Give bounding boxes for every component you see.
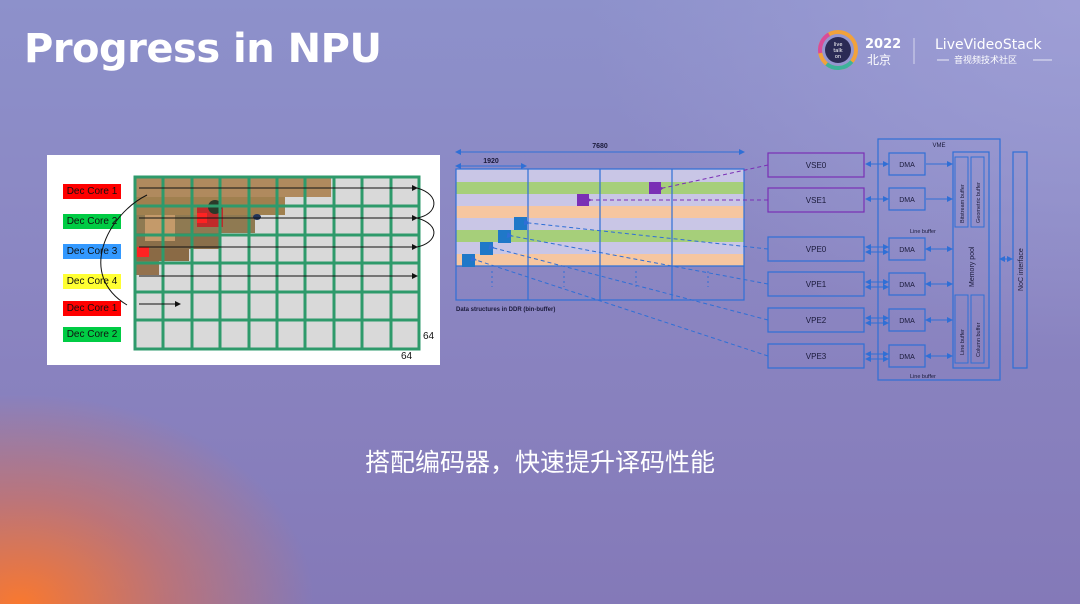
vpe0-block: VPE0 [806, 245, 827, 254]
dec-core-label: Dec Core 1 [63, 184, 121, 199]
vme-label: VME [932, 143, 945, 149]
event-year: 2022 [865, 37, 901, 52]
column-buffer-label: Column buffer [976, 322, 982, 357]
ddr-bin-buffer [455, 168, 745, 301]
dma-block: DMA [899, 162, 915, 169]
tile-width-label: 1920 [483, 158, 499, 165]
noc-interface-label: NoC interface [1018, 248, 1025, 291]
dma-block: DMA [899, 247, 915, 254]
dec-core-label: Dec Core 2 [63, 327, 121, 342]
line-buffer-label-inner: Line buffer [960, 329, 966, 355]
architecture-svg: 7680 1920 [455, 138, 1028, 381]
vse1-block: VSE1 [806, 196, 827, 205]
ddr-label: Data structures in DDR (bin-buffer) [456, 307, 555, 313]
dma-block: DMA [899, 197, 915, 204]
line-buffer-label-bottom: Line buffer [910, 374, 936, 380]
vpe3-block: VPE3 [806, 352, 827, 361]
bitstream-buffer-label: Bitstream buffer [960, 184, 966, 223]
badge-text-3: on [835, 54, 841, 60]
frame-width-label: 7680 [592, 143, 608, 150]
slide-title: Progress in NPU [24, 26, 382, 72]
slide-caption: 搭配编码器，快速提升译码性能 [364, 448, 715, 477]
badge-text-1: live [834, 42, 843, 48]
dma-block: DMA [899, 282, 915, 289]
vpe2-block: VPE2 [806, 316, 827, 325]
decoder-tiling-panel: Dec Core 1 Dec Core 2 Dec Core 3 Dec Cor… [47, 155, 440, 365]
line-buffer-label-top: Line buffer [910, 229, 936, 235]
dma-block: DMA [899, 354, 915, 361]
vpe1-block: VPE1 [806, 280, 827, 289]
dec-core-label: Dec Core 2 [63, 214, 121, 229]
grid-size-vertical: 64 [423, 331, 435, 342]
vse0-block: VSE0 [806, 161, 827, 170]
event-logo-icon: live talk on 2022 北京 LiveVideoStack 音视频技… [818, 30, 1052, 70]
memory-pool-label: Memory pool [969, 246, 976, 287]
brand-name: LiveVideoStack [935, 37, 1042, 53]
event-city: 北京 [867, 53, 891, 67]
geometric-buffer-label: Geometric buffer [976, 182, 982, 223]
grid-size-horizontal: 64 [401, 351, 413, 362]
logo-area: live talk on 2022 北京 LiveVideoStack 音视频技… [818, 28, 1068, 72]
vpe-architecture-diagram: 7680 1920 [452, 135, 1042, 385]
dec-core-label: Dec Core 3 [63, 244, 121, 259]
ctu-grid: 64 64 [100, 175, 435, 362]
brand-sub: 音视频技术社区 [954, 54, 1017, 66]
badge-text-2: talk [833, 48, 842, 54]
dec-core-label: Dec Core 1 [63, 301, 121, 316]
dma-block: DMA [899, 318, 915, 325]
